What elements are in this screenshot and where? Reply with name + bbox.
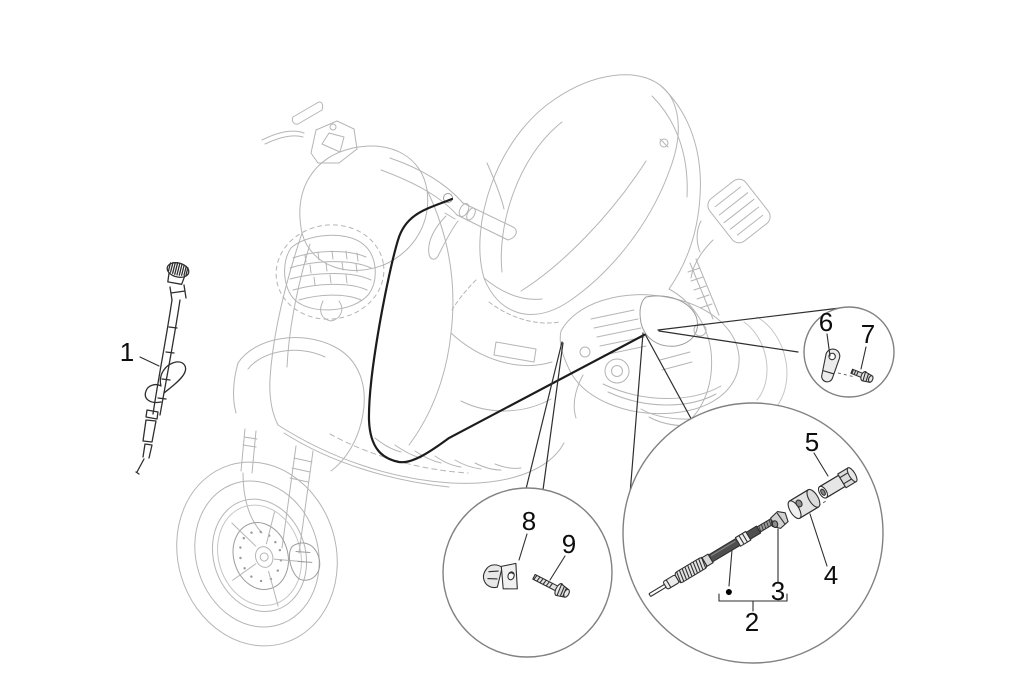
explode-dash-6-7 — [837, 372, 856, 378]
cable-bullet-marker: ● — [724, 583, 734, 599]
speedometer-cable-part — [135, 261, 190, 475]
leader-1 — [139, 356, 160, 367]
wedge-to-clip-circle — [657, 307, 841, 353]
callout-label-9: 9 — [561, 529, 577, 559]
callout-label-3: 3 — [770, 576, 786, 606]
screw-part-7 — [850, 368, 874, 383]
leader-bullet — [728, 549, 733, 587]
leader-8 — [518, 533, 528, 561]
leader-9 — [549, 555, 566, 581]
callout-label-6: 6 — [818, 307, 834, 337]
detail-circle-clip — [803, 306, 895, 398]
engine-block — [559, 294, 740, 427]
hex-bolt-part-9 — [532, 573, 570, 598]
cable-adjuster-part-5 — [817, 467, 858, 499]
leader-6 — [826, 333, 831, 357]
front-fender-fork — [233, 337, 365, 554]
cable-cap — [166, 261, 190, 285]
callout-label-1: 1 — [119, 337, 135, 367]
clamp-bracket-part-8 — [482, 562, 518, 590]
front-wheel — [176, 461, 338, 647]
cable-end-part-2 — [648, 516, 778, 597]
brake-disc-holes — [239, 530, 283, 583]
callout-label-8: 8 — [521, 506, 537, 536]
seat — [479, 74, 679, 315]
callout-label-5: 5 — [804, 427, 820, 457]
under-seat-body — [450, 279, 561, 412]
adjuster-nut-part-3 — [770, 511, 789, 529]
cable-barrel-part-4 — [787, 488, 821, 520]
transmission-cable-routing — [367, 197, 646, 464]
callout-label-7: 7 — [860, 319, 876, 349]
detail-circle-fasteners — [442, 487, 613, 658]
leader-4 — [809, 513, 828, 567]
group-bracket-2 — [718, 593, 788, 612]
front-grille — [275, 224, 385, 322]
detail-circle-cable-end — [622, 402, 884, 664]
scooter-line-art — [176, 74, 788, 647]
cable-hook-clip — [144, 361, 187, 404]
handlebar — [261, 101, 517, 260]
cable-clip-part-6 — [821, 348, 841, 383]
passenger-footpeg — [707, 178, 771, 244]
floorboard — [277, 424, 565, 488]
rear-bodywork — [651, 84, 788, 422]
callout-label-4: 4 — [823, 560, 839, 590]
leader-7 — [860, 346, 867, 370]
wedge-to-fastener-circle — [525, 341, 564, 491]
leader-5 — [813, 452, 829, 477]
callout-label-2: 2 — [744, 607, 760, 637]
